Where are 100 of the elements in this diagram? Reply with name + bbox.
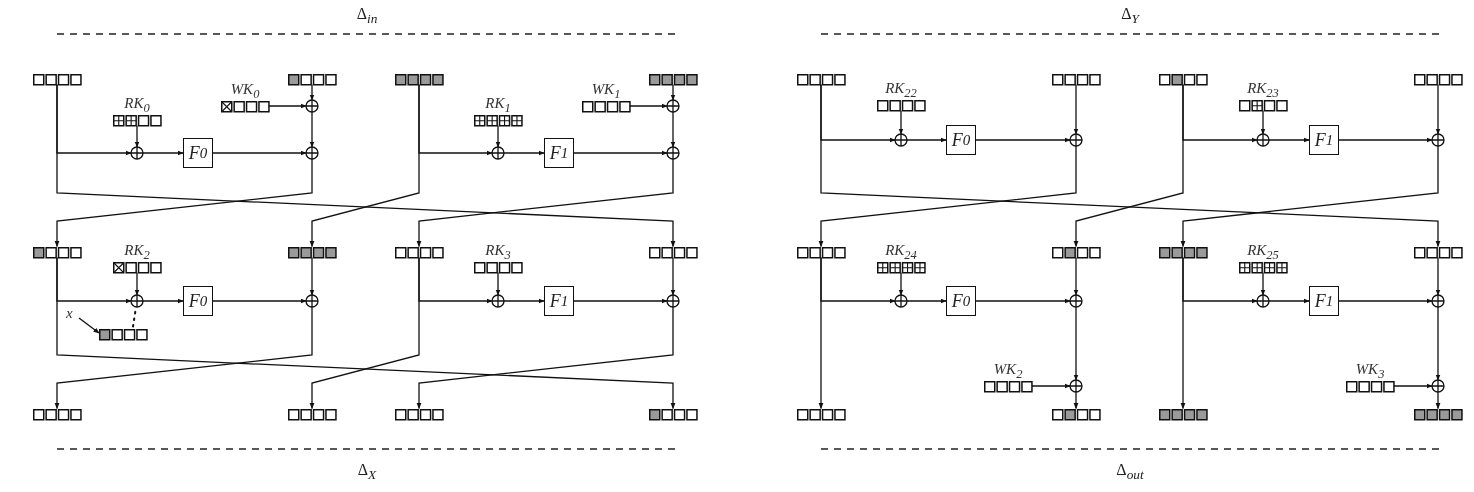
key-label: RK$_{25}$ (1246, 242, 1280, 263)
arrow (1073, 83, 1184, 248)
key-label: RK$_{23}$ (1246, 80, 1280, 101)
key-label: WK$_{1}$ (590, 81, 622, 102)
byte-state (649, 408, 699, 421)
arrow (309, 111, 315, 148)
difference-label: Δ$_{out}$ (1115, 461, 1145, 484)
arrow (670, 83, 676, 101)
byte-state (1052, 408, 1102, 421)
key-label: WK$_{2}$ (992, 361, 1024, 382)
difference-label: Δ$_{in}$ (355, 5, 379, 28)
arrow (309, 83, 315, 101)
arrow (820, 83, 1441, 248)
arrow (503, 150, 545, 156)
arrow (670, 256, 676, 296)
arrow (1268, 298, 1310, 304)
arrow (142, 150, 184, 156)
xor-symbol (130, 294, 144, 308)
key-label: RK$_{3}$ (484, 242, 512, 263)
byte-state (797, 408, 847, 421)
arrow (670, 111, 676, 148)
byte-state (1414, 408, 1464, 421)
byte-state (649, 246, 699, 259)
key-label: RK$_{2}$ (123, 242, 151, 263)
byte-state (395, 408, 445, 421)
arrow (1435, 256, 1441, 296)
arrow (629, 103, 668, 109)
arrow (309, 256, 420, 410)
arrow (1073, 83, 1079, 135)
byte-state (1414, 246, 1464, 259)
arrow (573, 150, 668, 156)
key-label: RK$_{22}$ (884, 80, 918, 101)
arrow (975, 137, 1071, 143)
arrow (1338, 137, 1433, 143)
xor-symbol (666, 294, 680, 308)
xor-symbol (305, 146, 319, 160)
xor-symbol (130, 146, 144, 160)
arrow (416, 158, 674, 248)
arrow (495, 124, 501, 148)
arrow (818, 256, 824, 410)
difference-label: Δ$_{Y}$ (1120, 5, 1141, 28)
key-label: RK$_{1}$ (484, 95, 512, 116)
arrow (54, 158, 313, 248)
arrow (142, 298, 184, 304)
arrow (212, 150, 307, 156)
arrow (1260, 271, 1266, 296)
arrow (1180, 145, 1439, 248)
arrow (134, 124, 140, 148)
arrow (212, 298, 307, 304)
arrow (906, 137, 947, 143)
arrow (503, 298, 545, 304)
byte-state (797, 73, 847, 86)
arrow (1435, 391, 1441, 410)
arrow (1435, 306, 1441, 381)
difference-label: Δ$_{X}$ (356, 461, 378, 484)
byte-state (288, 246, 338, 259)
arrow (818, 145, 1077, 248)
arrow (56, 256, 676, 410)
arrow (1435, 83, 1441, 135)
xor-symbol (1431, 133, 1445, 147)
byte-state (1159, 408, 1209, 421)
byte-state (288, 408, 338, 421)
arrow (906, 298, 947, 304)
byte-state (288, 73, 338, 86)
arrow (1393, 383, 1433, 389)
arrow (1260, 109, 1266, 135)
arrow (1073, 391, 1079, 410)
xor-symbol (1069, 294, 1083, 308)
arrow (1031, 383, 1071, 389)
byte-state (33, 73, 83, 86)
xor-symbol (1431, 294, 1445, 308)
arrow (1073, 256, 1079, 296)
xor-symbol (1069, 133, 1083, 147)
arrow (78, 317, 100, 334)
arrow (1268, 137, 1310, 143)
arrow (309, 83, 420, 248)
arrow (1338, 298, 1433, 304)
byte-state (1159, 246, 1209, 259)
xor-symbol (666, 99, 680, 113)
byte-state (395, 73, 445, 86)
xor-symbol (305, 294, 319, 308)
xor-symbol (666, 146, 680, 160)
xor-symbol (1431, 379, 1445, 393)
arrow (54, 306, 313, 410)
byte-state (33, 408, 83, 421)
key-label: RK$_{0}$ (123, 95, 151, 116)
byte-state (649, 73, 699, 86)
arrow (56, 83, 676, 248)
arrow (309, 256, 315, 296)
arrow (134, 271, 140, 296)
byte-state (99, 328, 149, 341)
byte-state (1052, 246, 1102, 259)
byte-state (1414, 73, 1464, 86)
key-label: WK$_{0}$ (229, 81, 261, 102)
xor-symbol (491, 146, 505, 160)
arrow (573, 298, 668, 304)
byte-state (1159, 73, 1209, 86)
xor-symbol (894, 133, 908, 147)
byte-state (33, 246, 83, 259)
xor-symbol (1069, 379, 1083, 393)
